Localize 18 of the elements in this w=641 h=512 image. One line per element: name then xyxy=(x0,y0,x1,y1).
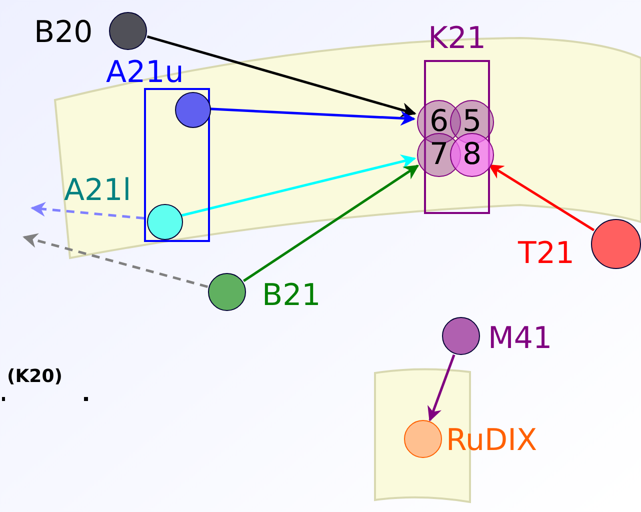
arrow xyxy=(243,164,420,282)
group-label: K21 xyxy=(428,20,486,58)
node-label: B21 xyxy=(262,277,321,315)
arrow xyxy=(146,35,416,118)
dashed-arrow xyxy=(30,202,144,220)
region-label: (K20) xyxy=(7,366,62,388)
arrow xyxy=(488,164,595,232)
node-label: A21l xyxy=(64,172,132,210)
node-label: RuDIX xyxy=(446,422,538,460)
node-label: T21 xyxy=(518,235,574,273)
node-label: A21u xyxy=(106,54,184,92)
node-label: M41 xyxy=(488,320,552,358)
arrow xyxy=(428,354,456,422)
group-frame xyxy=(144,88,210,242)
dashed-arrow xyxy=(22,233,208,288)
arrow xyxy=(181,154,416,217)
node-label: B20 xyxy=(34,14,93,52)
arrow xyxy=(210,108,416,126)
